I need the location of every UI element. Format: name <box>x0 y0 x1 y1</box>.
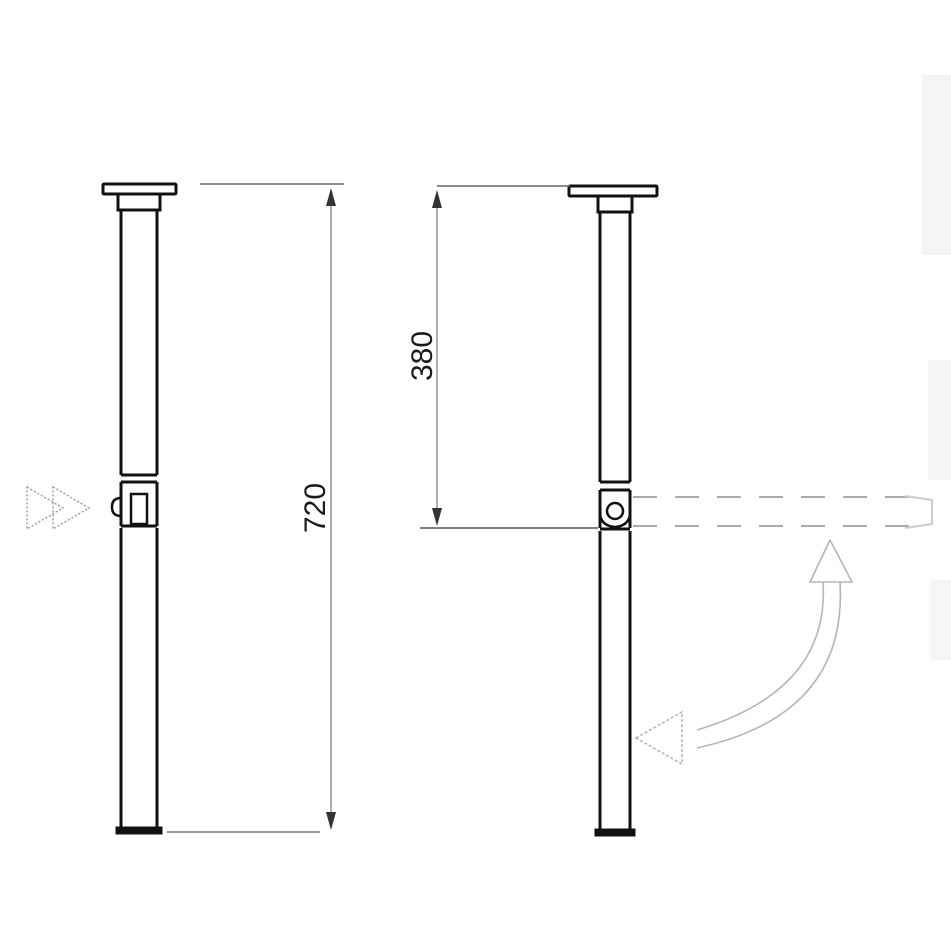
dimension-label-720: 720 <box>299 483 332 533</box>
left-mount-collar <box>116 192 162 212</box>
right-foot <box>594 828 636 837</box>
dimension-380: 380 <box>406 185 598 529</box>
left-foot <box>115 826 163 835</box>
edge-artifact <box>928 360 951 480</box>
hinge-pivot <box>605 501 625 521</box>
curved-double-arrow-icon <box>634 538 854 766</box>
edge-artifact <box>922 75 951 255</box>
folded-leg-ghost <box>633 495 933 529</box>
edge-artifact <box>930 580 951 660</box>
right-mount-collar <box>596 194 634 214</box>
push-button <box>110 496 122 518</box>
left-lock-slot <box>129 492 149 526</box>
left-leg <box>101 182 178 835</box>
dimension-label-380: 380 <box>406 331 439 381</box>
dimension-720: 720 <box>167 183 344 833</box>
double-chevron-right-icon <box>26 485 91 531</box>
right-leg <box>567 184 659 837</box>
